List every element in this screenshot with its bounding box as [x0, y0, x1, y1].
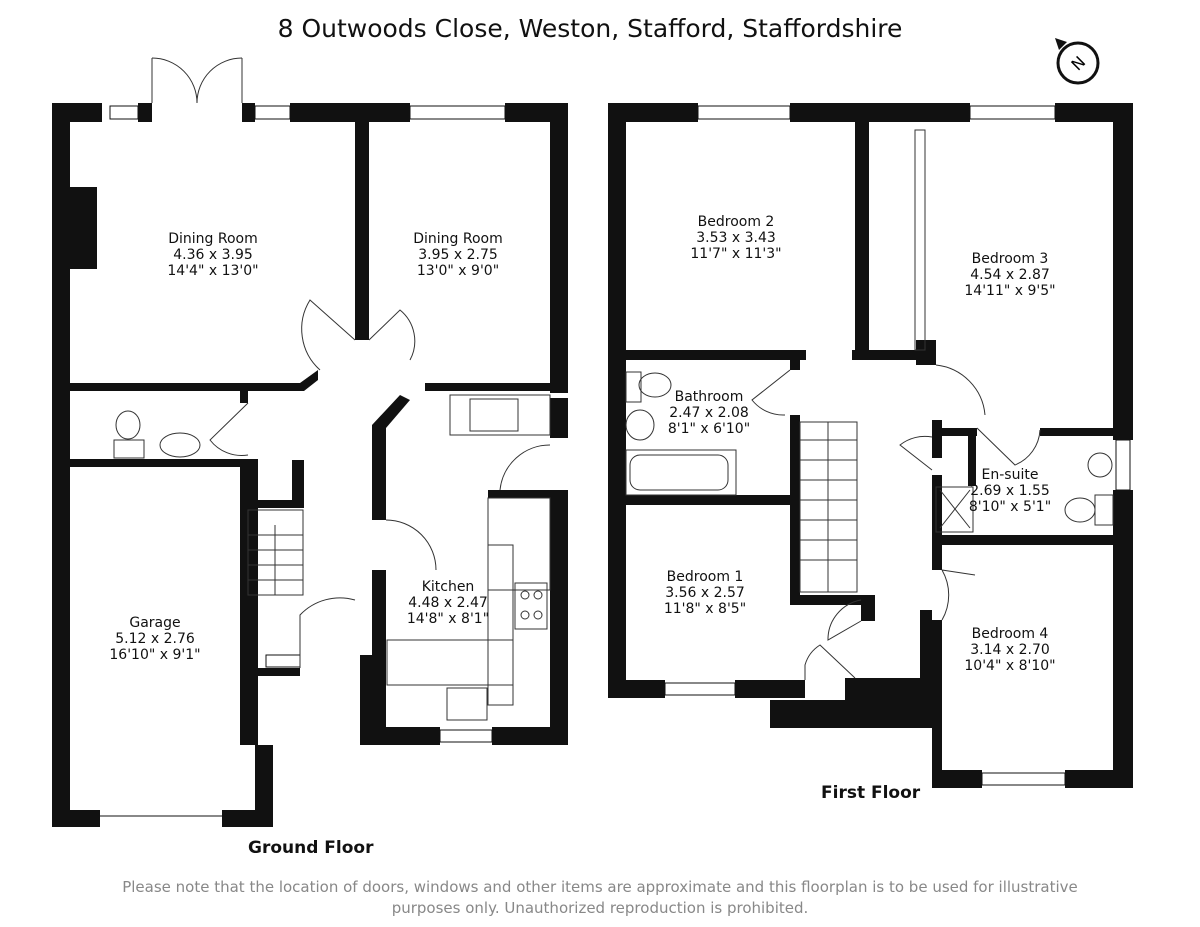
- room-imperial: 16'10" x 9'1": [109, 647, 201, 663]
- first-floor-fixtures: [625, 129, 1114, 680]
- room-label-bedroom-2: Bedroom 2 3.53 x 3.43 11'7" x 11'3": [690, 214, 781, 262]
- ground-floor-fixtures: [113, 57, 551, 721]
- room-imperial: 11'7" x 11'3": [690, 246, 782, 262]
- room-name: Bedroom 2: [697, 214, 775, 230]
- room-metric: 4.36 x 3.95: [173, 247, 253, 263]
- room-label-dining-room-1: Dining Room 4.36 x 3.95 14'4" x 13'0": [167, 231, 258, 279]
- room-metric: 3.95 x 2.75: [418, 247, 498, 263]
- disclaimer-line-1: Please note that the location of doors, …: [122, 878, 1078, 896]
- room-metric: 3.56 x 2.57: [665, 585, 745, 601]
- room-imperial: 11'8" x 8'5": [663, 601, 747, 617]
- room-label-dining-room-2: Dining Room 3.95 x 2.75 13'0" x 9'0": [413, 231, 503, 279]
- room-metric: 2.69 x 1.55: [970, 483, 1050, 499]
- room-label-garage: Garage 5.12 x 2.76 16'10" x 9'1": [109, 615, 200, 663]
- room-imperial: 14'8" x 8'1": [406, 611, 490, 627]
- room-name: Bedroom 4: [971, 626, 1049, 642]
- first-floor-walls: [608, 103, 1133, 788]
- room-metric: 4.48 x 2.47: [408, 595, 488, 611]
- room-label-kitchen: Kitchen 4.48 x 2.47 14'8" x 8'1": [407, 579, 489, 627]
- ground-floor-label: Ground Floor: [248, 838, 374, 858]
- room-name: Bedroom 3: [971, 251, 1049, 267]
- room-label-en-suite: En-suite 2.69 x 1.55 8'10" x 5'1": [969, 467, 1051, 515]
- room-label-bedroom-1: Bedroom 1 3.56 x 2.57 11'8" x 8'5": [664, 569, 746, 617]
- room-metric: 3.14 x 2.70: [970, 642, 1050, 658]
- disclaimer: Please note that the location of doors, …: [0, 877, 1200, 919]
- room-imperial: 8'10" x 5'1": [968, 499, 1052, 515]
- room-label-bedroom-3: Bedroom 3 4.54 x 2.87 14'11" x 9'5": [964, 251, 1055, 299]
- room-metric: 3.53 x 3.43: [696, 230, 776, 246]
- room-name: Garage: [129, 615, 181, 631]
- room-name: Bathroom: [674, 389, 744, 405]
- room-imperial: 10'4" x 8'10": [964, 658, 1056, 674]
- room-label-bathroom: Bathroom 2.47 x 2.08 8'1" x 6'10": [668, 389, 750, 437]
- room-name: En-suite: [981, 467, 1039, 483]
- room-name: Kitchen: [421, 579, 475, 595]
- room-label-bedroom-4: Bedroom 4 3.14 x 2.70 10'4" x 8'10": [964, 626, 1055, 674]
- disclaimer-line-2: purposes only. Unauthorized reproduction…: [391, 899, 809, 917]
- north-compass-icon: N: [1053, 38, 1101, 86]
- room-name: Bedroom 1: [666, 569, 744, 585]
- room-metric: 4.54 x 2.87: [970, 267, 1050, 283]
- page-title: 8 Outwoods Close, Weston, Stafford, Staf…: [277, 14, 903, 43]
- room-imperial: 13'0" x 9'0": [416, 263, 500, 279]
- ground-floor-walls: [52, 103, 568, 827]
- room-name: Dining Room: [413, 231, 503, 247]
- room-metric: 5.12 x 2.76: [115, 631, 195, 647]
- room-metric: 2.47 x 2.08: [669, 405, 749, 421]
- room-imperial: 14'4" x 13'0": [167, 263, 259, 279]
- room-imperial: 14'11" x 9'5": [964, 283, 1056, 299]
- first-floor-label: First Floor: [821, 783, 921, 803]
- room-imperial: 8'1" x 6'10": [667, 421, 751, 437]
- room-name: Dining Room: [168, 231, 258, 247]
